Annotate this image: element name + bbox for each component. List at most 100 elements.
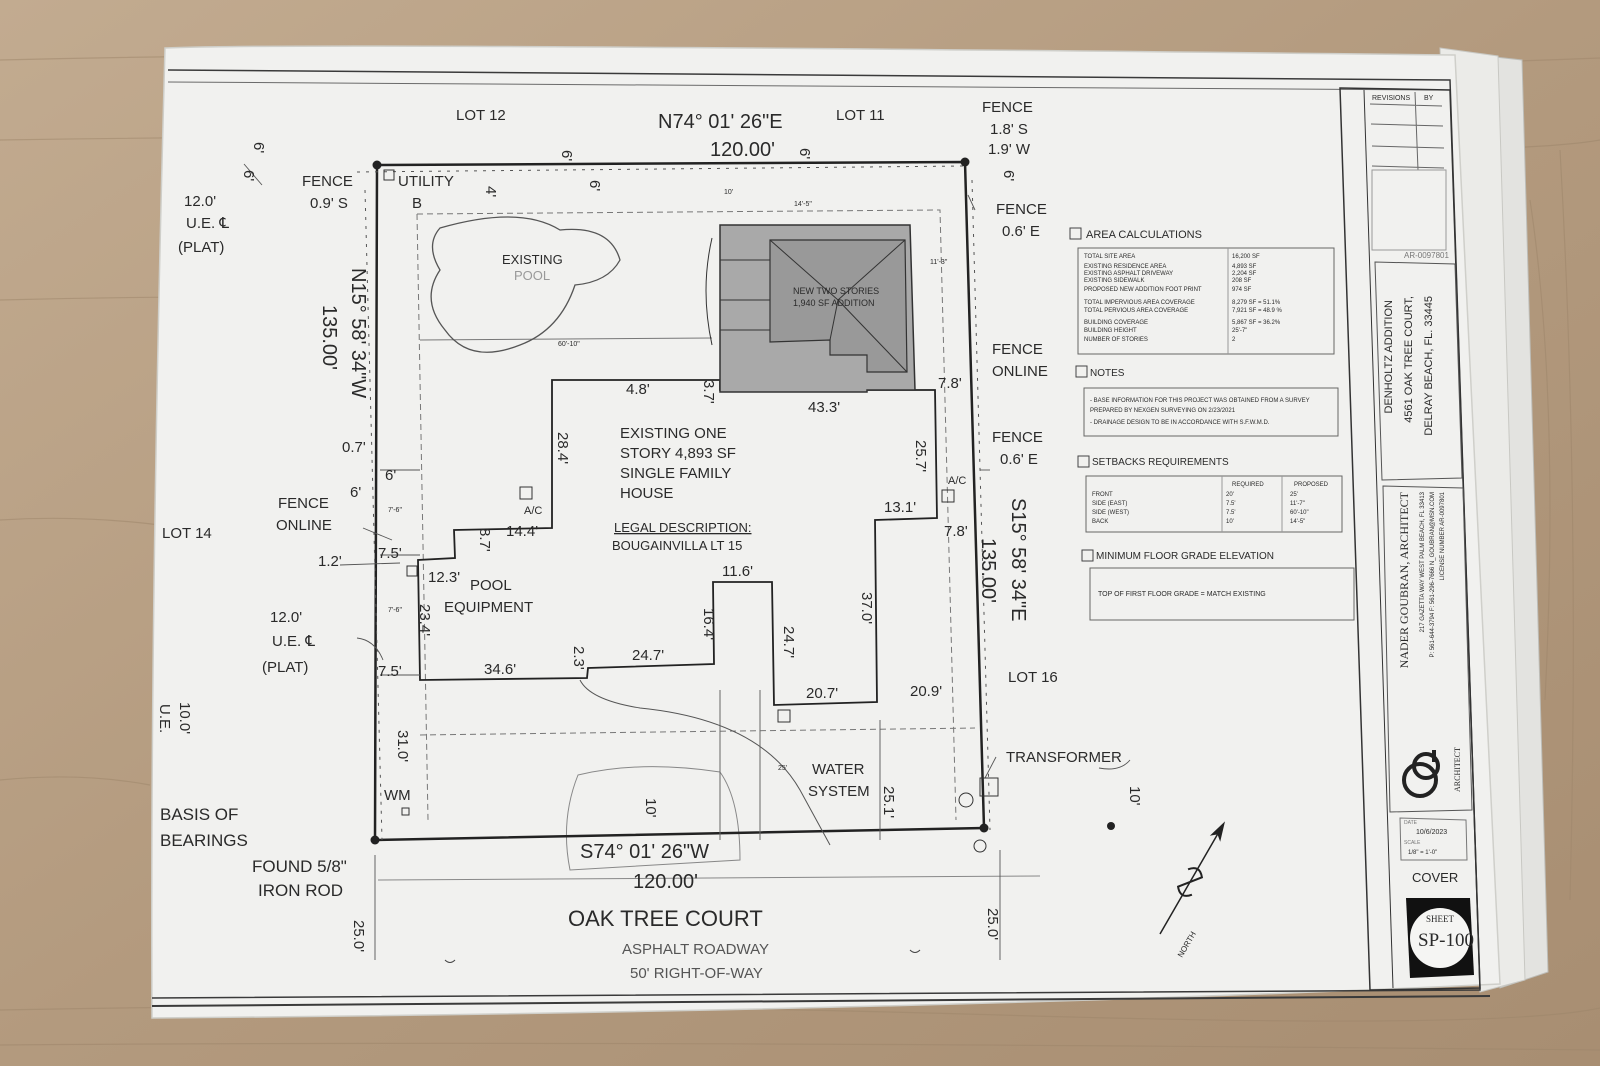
project-name: DENHOLTZ ADDITION [1383, 300, 1395, 414]
ac-label: A/C [524, 505, 542, 517]
dim-label: 24.7' [632, 647, 664, 664]
architect-logo [1402, 750, 1440, 798]
area-calc-value: 7,921 SF = 48.9 % [1232, 308, 1283, 314]
fence-label: FENCE [302, 173, 353, 190]
fence-offset: 1.9' W [988, 141, 1031, 158]
pool-equipment-pad [406, 565, 418, 577]
dim-label: 8.7' [476, 528, 493, 552]
setback-label: BACK [1092, 519, 1108, 525]
dim-label: 12.3' [428, 569, 460, 586]
dim-label: 4' [482, 186, 499, 197]
easement-label: 12.0' [270, 609, 302, 626]
ac-unit-2 [941, 489, 955, 503]
dim-label: 0.7' [342, 439, 366, 456]
dim-label: 7.5' [378, 545, 402, 562]
architect-name: NADER GOUBRAN, ARCHITECT [1397, 491, 1411, 668]
lot-14-label: LOT 14 [162, 525, 212, 542]
dim-label: 11.6' [722, 563, 753, 580]
water-system-box [777, 709, 791, 723]
pool-equipment-label: POOL [470, 577, 512, 594]
north-distance: 120.00' [710, 139, 775, 161]
lot-11-label: LOT 11 [836, 107, 885, 124]
north-arrow [1159, 821, 1225, 935]
addition-label: 1,940 SF ADDITION [793, 298, 875, 308]
fence-label: ONLINE [276, 517, 332, 534]
house-label: STORY 4,893 SF [620, 445, 736, 462]
area-calc-label: TOTAL PERVIOUS AREA COVERAGE [1084, 308, 1188, 314]
dim-label: 14'-5" [794, 201, 812, 208]
dim-label: 6' [350, 484, 361, 501]
area-calc-value: 2 [1232, 337, 1236, 343]
dim-label: 7.8' [944, 523, 968, 540]
license-number: AR-0097801 [1404, 251, 1449, 260]
project-city: DELRAY BEACH, FL. 33445 [1423, 296, 1435, 436]
area-calc-label: PROPOSED NEW ADDITION FOOT PRINT [1084, 287, 1202, 293]
area-calc-label: NUMBER OF STORIES [1084, 337, 1148, 343]
easement-label: U.E. ℄ [272, 633, 315, 650]
east-distance: 135.00' [977, 538, 999, 603]
logo-subtitle: ARCHITECT [1453, 747, 1462, 792]
fence-label: FENCE [982, 99, 1033, 116]
dim-label: 7.8' [938, 375, 962, 392]
addition-label: NEW TWO STORIES [793, 286, 879, 296]
area-calc-heading: AREA CALCULATIONS [1086, 229, 1202, 241]
utility-label: UTILITY [398, 173, 454, 190]
east-bearing: S15° 58' 34"E [1007, 498, 1029, 621]
paper-sheet [151, 45, 1501, 1019]
north-bearing: N74° 01' 26"E [658, 111, 783, 133]
ac-label: A/C [948, 475, 966, 487]
dim-label: 6' [558, 150, 575, 161]
iron-rod-label: FOUND 5/8" [252, 857, 347, 876]
dim-label: 16.4' [700, 608, 717, 640]
easement-label: 10.0' [176, 702, 193, 734]
architect-license: LICENSE NUMBER AR-0097801 [1440, 491, 1446, 580]
fence-offset: 1.8' S [990, 121, 1028, 138]
architect-address: 217 GAZETTA WAY WEST PALM BEACH, FL 3341… [1420, 491, 1426, 632]
fence-label: FENCE [996, 201, 1047, 218]
setback-proposed: 25' [1290, 492, 1298, 498]
revisions-label: REVISIONS [1372, 95, 1410, 102]
area-calc-value: 208 SF [1232, 278, 1252, 284]
area-calc-value: 8,279 SF = 51.1% [1232, 300, 1281, 306]
dim-label: 2.3' [570, 646, 587, 670]
setback-required: 20' [1226, 492, 1234, 498]
setback-label: FRONT [1092, 492, 1113, 498]
basis-of-bearings-label: BEARINGS [160, 831, 248, 850]
easement-label: (PLAT) [178, 239, 224, 256]
easement-label: U.E. [156, 704, 173, 733]
existing-house [417, 379, 938, 706]
house-label: HOUSE [620, 485, 673, 502]
dim-label: 25.0' [350, 920, 367, 952]
scale-label: SCALE [1404, 840, 1421, 846]
legal-description-label: LEGAL DESCRIPTION: [614, 520, 752, 535]
setback-label: SIDE (EAST) [1092, 501, 1127, 507]
dim-label: 10' [1126, 786, 1143, 806]
dim-label: 6' [586, 180, 603, 191]
dim-label: 6' [796, 148, 813, 159]
existing-pool-label: POOL [514, 268, 550, 283]
corner-marker-sw [370, 835, 380, 845]
existing-pool [430, 216, 621, 353]
dim-label: 43.3' [808, 399, 840, 416]
floor-grade-heading: MINIMUM FLOOR GRADE ELEVATION [1096, 551, 1274, 562]
easement-label: U.E. ℄ [186, 215, 229, 232]
road-edge [377, 875, 1041, 881]
corner-marker-nw [372, 160, 382, 170]
fence-offset: 0.9' S [310, 195, 348, 212]
water-system-label: WATER [812, 761, 865, 778]
west-bearing: N15° 58' 34"W [347, 268, 369, 398]
area-calc-label: EXISTING SIDEWALK [1084, 278, 1144, 284]
sheet-label: SHEET [1426, 914, 1455, 924]
dim-label: 6' [1000, 170, 1017, 181]
area-calc-value: 25'-7" [1232, 328, 1247, 334]
area-calc-value: 2,204 SF [1232, 271, 1257, 277]
dim-label: 25.0' [984, 908, 1001, 940]
area-calc-value: 5,867 SF = 36.2% [1232, 320, 1281, 326]
west-distance: 135.00' [318, 305, 340, 370]
sheet-number: SP-100 [1418, 930, 1474, 951]
south-distance: 120.00' [633, 871, 698, 893]
notes-heading: NOTES [1090, 368, 1125, 379]
dim-label: 7'-6" [388, 607, 402, 614]
date-label: DATE [1404, 820, 1418, 826]
road-type: ASPHALT ROADWAY [622, 941, 769, 958]
